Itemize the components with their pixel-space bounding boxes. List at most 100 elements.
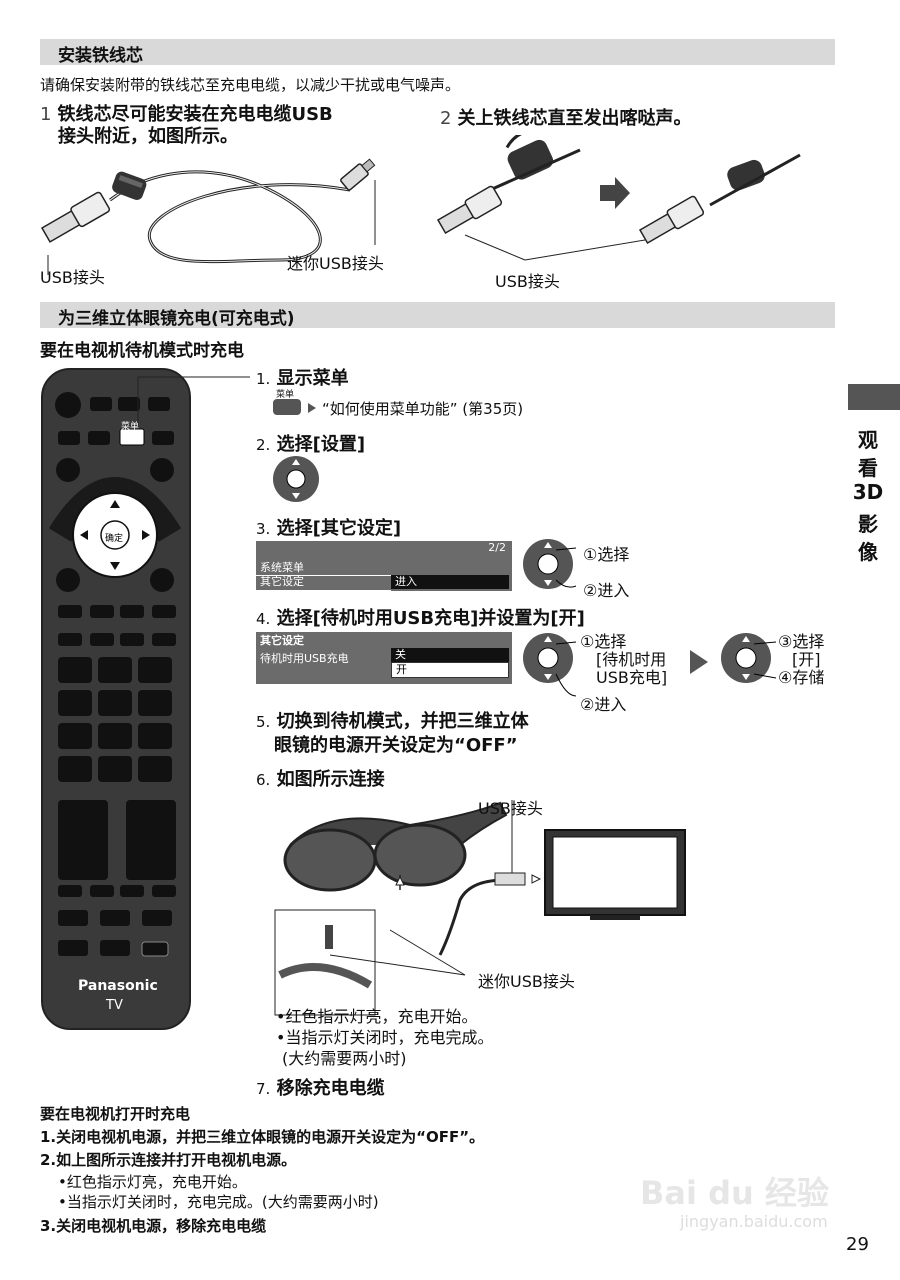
3d-glasses-icon <box>283 801 508 892</box>
note-light-off: •当指示灯关闭时，充电完成。 <box>276 1028 494 1047</box>
step-title: 显示菜单 <box>276 368 349 389</box>
dpad-icon <box>523 539 577 589</box>
step-number: 2 <box>440 108 452 129</box>
step-title: 如图所示连接 <box>276 769 385 790</box>
step-5-line2: 眼镜的电源开关设定为“OFF” <box>274 735 518 756</box>
step-number: 3. <box>256 520 271 538</box>
glasses-connection-illustration <box>274 800 686 1016</box>
label-mini-usb-connector-2: 迷你USB接头 <box>478 972 575 991</box>
step-number: 5. <box>256 713 271 731</box>
ferrite-core-icon <box>112 171 147 200</box>
step-4: 4. 选择[待机时用USB充电]并设置为[开] <box>256 604 585 630</box>
side-tab-marker <box>848 384 900 410</box>
arrow-up-icon <box>395 875 405 886</box>
step-title: 选择[设置] <box>276 434 366 455</box>
side-tab-char-5: 像 <box>858 540 878 564</box>
step4-b1: ③选择 <box>778 632 825 651</box>
menu-item-other-settings[interactable]: 其它设定 <box>260 575 304 588</box>
step-number: 2. <box>256 436 271 454</box>
remote-menu-label: 菜单 <box>121 422 140 432</box>
step4-a4: ②进入 <box>580 695 627 714</box>
step4-instructions-a: ①选择 [待机时用 USB充电] <box>580 633 667 687</box>
mini-usb-plug-icon <box>340 158 376 191</box>
tv-on-note-1: •红色指示灯亮，充电开始。 <box>58 1173 247 1191</box>
label-mini-usb-connector: 迷你USB接头 <box>287 254 384 273</box>
step-5-line1: 切换到待机模式，并把三维立体 <box>276 711 529 732</box>
step-2-line: 关上铁线芯直至发出喀哒声。 <box>457 108 692 129</box>
step-title: 选择[其它设定] <box>276 518 402 539</box>
arrow-right-icon <box>600 177 630 209</box>
step4-a1: ①选择 <box>580 632 627 651</box>
step-2: 2. 选择[设置] <box>256 430 365 456</box>
usb-plug-icon <box>494 872 526 886</box>
step-number: 6. <box>256 771 271 789</box>
step-1: 1. 显示菜单 <box>256 364 349 390</box>
step-number: 1. <box>256 370 271 388</box>
remote-control <box>41 368 250 1030</box>
baidu-watermark-url: jingyan.baidu.com <box>680 1212 828 1231</box>
step4-b2: [开] <box>792 650 821 669</box>
menu-button-icon <box>273 399 301 415</box>
tv-on-note-2: •当指示灯关闭时，充电完成。(大约需要两小时) <box>58 1193 379 1211</box>
mini-usb-plug-icon <box>325 925 333 949</box>
option-off[interactable]: 关 <box>391 648 509 662</box>
subsection-title-tv-on: 要在电视机打开时充电 <box>40 1105 191 1123</box>
label-usb-connector: USB接头 <box>40 268 105 287</box>
arrow-right-icon <box>690 650 708 674</box>
section-header-charge-glasses: 为三维立体眼镜充电(可充电式) <box>40 302 835 329</box>
cable-illustration-right <box>436 135 801 261</box>
section-header-install-core: 安装铁线芯 <box>40 39 835 66</box>
arrow-right-icon <box>308 403 316 413</box>
subsection-title-standby: 要在电视机待机模式时充电 <box>40 341 244 361</box>
menu-screen-other-settings: 2/2 系统菜单 其它设定 进入 <box>256 541 512 591</box>
section-title: 为三维立体眼镜充电(可充电式) <box>58 309 295 329</box>
label-usb-connector-2: USB接头 <box>495 272 560 291</box>
tv-on-step-2: 2.如上图所示连接并打开电视机电源。 <box>40 1151 297 1169</box>
step-5: 5. 切换到待机模式，并把三维立体 眼镜的电源开关设定为“OFF” <box>256 710 529 758</box>
option-on[interactable]: 开 <box>391 662 509 678</box>
note-duration: (大约需要两小时) <box>282 1049 407 1068</box>
side-tab-char-1: 观 <box>858 428 878 452</box>
side-tab-char-3: 3D <box>852 480 884 504</box>
dpad-icon <box>273 456 319 502</box>
menu-enter-bar[interactable]: 进入 <box>391 575 509 589</box>
baidu-watermark-logo: Bai du 经验 <box>640 1174 829 1212</box>
remote-ok-label: 确定 <box>105 534 124 544</box>
step-1-line2: 接头附近，如图所示。 <box>58 126 238 147</box>
step4-instructions-b: ③选择 [开] ④存储 <box>778 633 824 687</box>
menu-item-usb-charge[interactable]: 待机时用USB充电 <box>260 652 349 665</box>
side-tab-char-2: 看 <box>858 456 878 480</box>
usb-plug-icon <box>40 191 111 243</box>
remote-brand: Panasonic <box>78 978 158 994</box>
usb-plug-icon <box>436 185 503 235</box>
side-tab-char-4: 影 <box>858 512 878 536</box>
ferrite-core-open-icon <box>505 135 554 180</box>
step-title: 移除充电电缆 <box>276 1078 385 1099</box>
label-usb-connector-3: USB接头 <box>478 799 543 818</box>
page-number: 29 <box>846 1234 869 1255</box>
menu-header: 其它设定 <box>260 634 304 647</box>
step4-a3: USB充电] <box>596 668 668 687</box>
tv-on-step-1: 1.关闭电视机电源，并把三维立体眼镜的电源开关设定为“OFF”。 <box>40 1128 485 1146</box>
step3-enter: ②进入 <box>583 581 630 600</box>
menu-button-caption: 菜单 <box>276 390 295 400</box>
ferrite-core-closed-icon <box>727 159 765 191</box>
dpad-icon <box>721 633 777 683</box>
step-3: 3. 选择[其它设定] <box>256 514 401 540</box>
menu-reference: “如何使用菜单功能” (第35页) <box>322 400 524 418</box>
step-number: 1 <box>40 104 52 125</box>
cable-illustration-left <box>40 158 376 275</box>
step4-b3: ④存储 <box>778 668 825 687</box>
step-7: 7. 移除充电电缆 <box>256 1074 385 1100</box>
menu-page-indicator: 2/2 <box>488 541 506 554</box>
dpad-icon <box>523 633 577 697</box>
step-title: 选择[待机时用USB充电]并设置为[开] <box>276 608 585 629</box>
step4-a2: [待机时用 <box>596 650 667 669</box>
intro-text: 请确保安装附带的铁线芯至充电电缆，以减少干扰或电气噪声。 <box>40 76 461 94</box>
note-red-light: •红色指示灯亮，充电开始。 <box>276 1007 478 1026</box>
tv-icon <box>544 829 686 920</box>
menu-item-system[interactable]: 系统菜单 <box>260 561 304 574</box>
charging-notes: •红色指示灯亮，充电开始。 •当指示灯关闭时，充电完成。 (大约需要两小时) <box>276 1006 493 1069</box>
